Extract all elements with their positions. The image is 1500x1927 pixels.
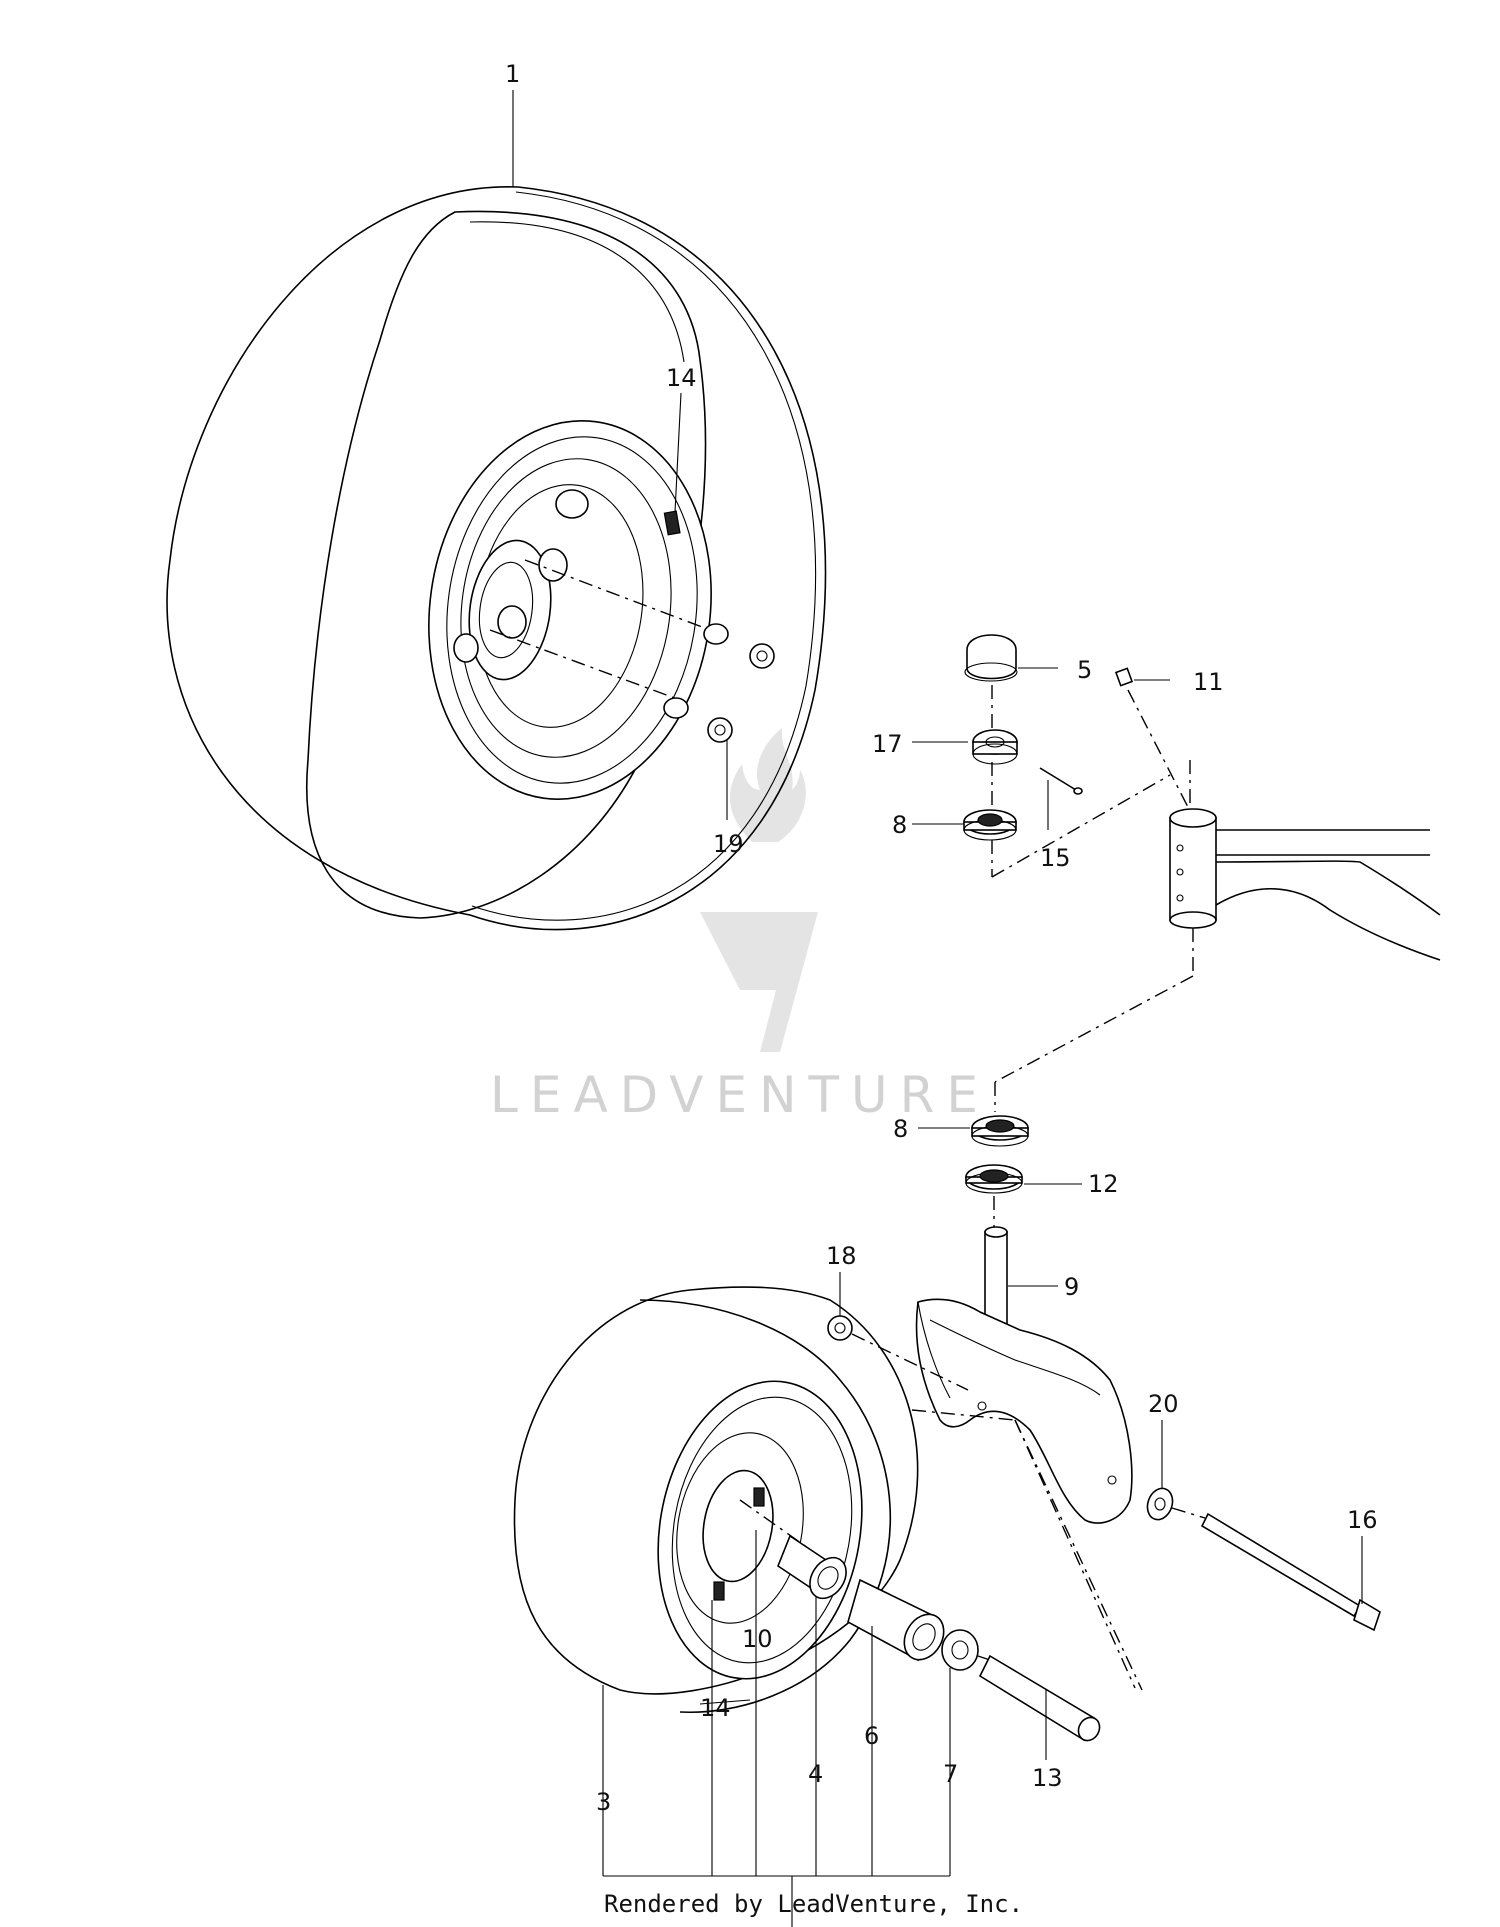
lug-nuts — [663, 623, 775, 743]
callout-20: 20 — [1148, 1390, 1179, 1418]
callout-12: 12 — [1088, 1170, 1119, 1198]
callout-8-lower: 8 — [893, 1115, 908, 1143]
callout-13: 13 — [1032, 1764, 1063, 1792]
small-tire-assembly — [513, 1286, 919, 1714]
callout-5: 5 — [1077, 656, 1092, 684]
flame-v-logo-icon — [700, 728, 818, 1052]
caster-pivot-tube — [994, 808, 1441, 1112]
nut-18 — [827, 1315, 853, 1341]
callout-18: 18 — [826, 1242, 857, 1270]
callout-17: 17 — [872, 730, 903, 758]
callout-16: 16 — [1347, 1506, 1378, 1534]
callout-14-upper: 14 — [666, 364, 697, 392]
watermark: LEADVENTURE — [490, 728, 990, 1124]
washer-20 — [1146, 1487, 1174, 1521]
callout-1: 1 — [505, 60, 520, 88]
spacer-tube-13 — [978, 1654, 1101, 1742]
callout-6: 6 — [864, 1722, 879, 1750]
watermark-text: LEADVENTURE — [490, 1066, 990, 1124]
seal-7 — [941, 1629, 979, 1671]
callout-7: 7 — [943, 1760, 958, 1788]
callout-11: 11 — [1193, 668, 1224, 696]
lower-bearing-stack — [965, 1115, 1029, 1228]
spacer-10 — [777, 1534, 847, 1600]
callout-8-upper: 8 — [892, 811, 907, 839]
callout-15: 15 — [1040, 844, 1071, 872]
callout-14-lower: 14 — [700, 1694, 731, 1722]
callout-9: 9 — [1064, 1273, 1079, 1301]
callout-3: 3 — [596, 1788, 611, 1816]
callout-4: 4 — [808, 1760, 823, 1788]
footer-credit: Rendered by LeadVenture, Inc. — [604, 1890, 1023, 1918]
callout-19: 19 — [713, 830, 744, 858]
caster-yoke — [915, 1226, 1133, 1524]
roller-bearing-6 — [847, 1578, 945, 1662]
bolt-16 — [1200, 1512, 1381, 1632]
callout-10: 10 — [742, 1625, 773, 1653]
leader-lines — [512, 90, 1363, 1927]
large-tire-assembly — [166, 186, 827, 931]
upper-bearing-stack — [963, 634, 1193, 878]
callouts: 1 14 19 5 11 17 8 15 8 12 18 9 20 16 10 … — [505, 60, 1378, 1816]
